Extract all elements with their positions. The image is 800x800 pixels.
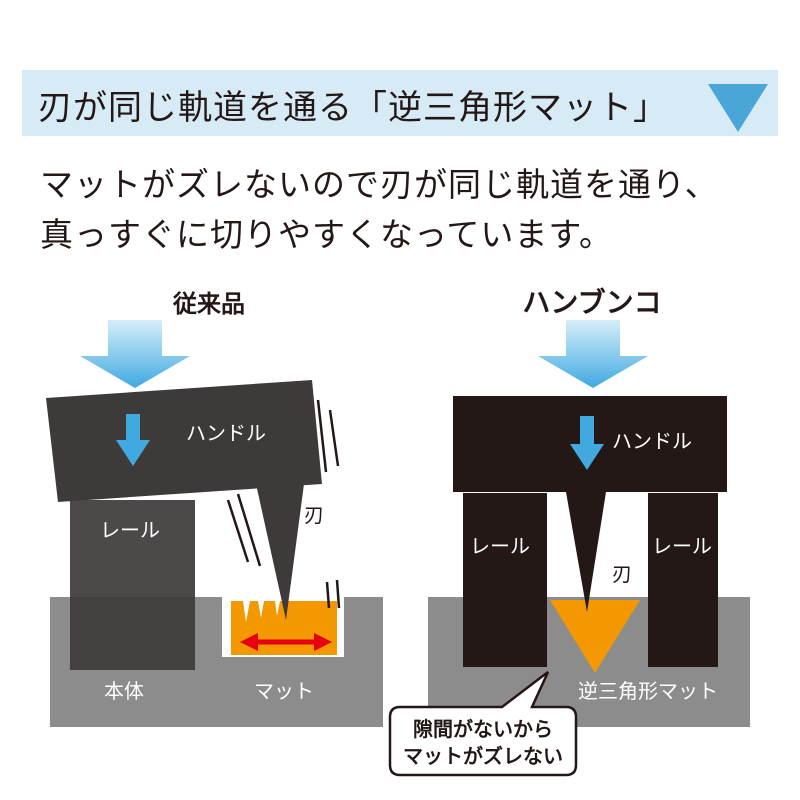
handle-arrow-icon-right: [570, 416, 604, 470]
left-handle-label: ハンドル: [186, 421, 266, 445]
left-body-label: 本体: [104, 679, 144, 703]
down-arrow-icon: [80, 320, 190, 388]
left-mat-label: マット: [254, 679, 314, 703]
right-rail-right-label: レール: [652, 534, 712, 558]
description-line-2: 真っすぐに切りやすくなっています。: [40, 215, 614, 254]
left-panel: 従来品 ハン: [46, 290, 383, 727]
left-blade-label: 刃: [304, 503, 324, 527]
right-panel: ハンブンコ ハンドル レール レール 刃 逆三角形マット 隙間がないから マット…: [388, 286, 750, 777]
shake-lines-icon: [226, 399, 341, 609]
blade-right: [566, 492, 606, 612]
right-blade-label: 刃: [612, 562, 632, 586]
down-arrow-icon-right: [538, 320, 648, 388]
handle-arrow-icon: [116, 414, 150, 466]
callout-line-1: 隙間がないから: [413, 717, 553, 741]
rail-left: [70, 500, 195, 670]
callout-bubble: 隙間がないから マットがズレない: [388, 671, 578, 777]
left-heading: 従来品: [172, 290, 245, 318]
description-line-1: マットがズレないので刃が同じ軌道を通り、: [40, 165, 719, 204]
inverted-triangle-icon: [708, 84, 768, 132]
callout-line-2: マットがズレない: [403, 744, 563, 768]
header-band: [22, 70, 778, 136]
blade: [256, 484, 304, 620]
header-title: 刃が同じ軌道を通る「逆三角形マット」: [38, 88, 668, 128]
double-arrow-icon: [240, 633, 332, 651]
right-mat-label: 逆三角形マット: [578, 679, 718, 703]
left-rail-label: レール: [100, 518, 160, 542]
rail-right-a: [463, 493, 547, 667]
right-handle-label: ハンドル: [612, 429, 692, 453]
rail-right-b: [648, 493, 718, 667]
inverted-triangle-mat: [550, 600, 640, 673]
handle-tilted: [46, 380, 322, 502]
right-rail-left-label: レール: [470, 534, 530, 558]
right-heading: ハンブンコ: [522, 286, 661, 319]
